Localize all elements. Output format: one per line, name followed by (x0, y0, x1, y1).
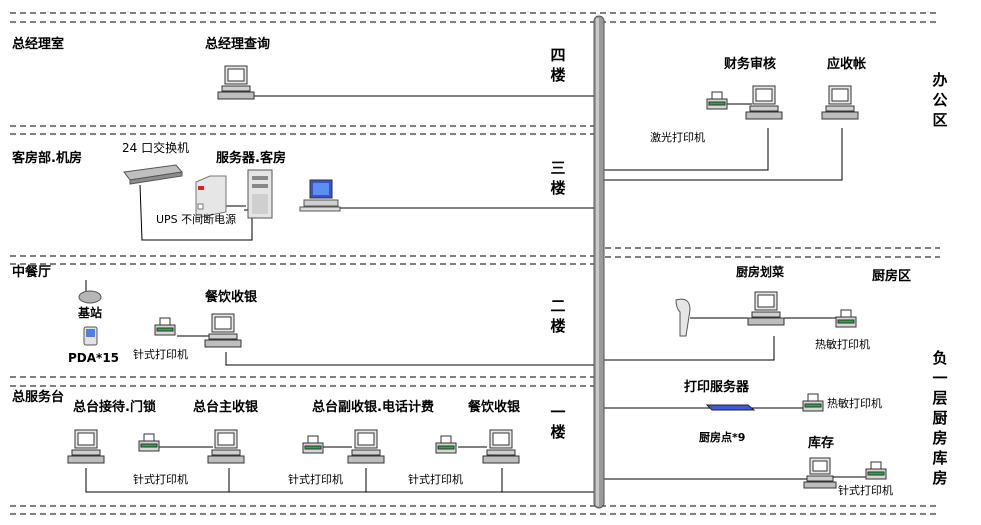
barcode-scanner-icon (675, 298, 691, 337)
floor-label-3f: 三楼 (550, 159, 566, 197)
label-main-cashier: 总台主收银 (193, 400, 259, 415)
label-laser-printer: 激光打印机 (650, 131, 705, 144)
label-dot-printer-dining-1f: 针式打印机 (408, 473, 463, 486)
pc-kitchen-order-icon (747, 291, 785, 326)
pc-receivables-icon (821, 85, 859, 120)
pc-gm-query-icon (217, 65, 255, 100)
label-sub-cashier-phone: 总台副收银.电话计费 (312, 400, 434, 415)
label-kitchen-points: 厨房点*9 (699, 431, 746, 444)
floor-separators (10, 12, 940, 515)
pc-sub-cashier-icon (347, 429, 385, 464)
backbone-pipe (593, 15, 605, 509)
connection-lines (85, 95, 866, 493)
label-dot-printer-reception: 针式打印机 (133, 473, 188, 486)
label-pda: PDA*15 (68, 351, 120, 365)
label-restaurant: 中餐厅 (12, 265, 52, 280)
printer-thermal-kitchen-icon (835, 309, 857, 328)
print-server-icon (705, 404, 756, 411)
zone-label-office: 办公区 (932, 71, 948, 129)
label-receivables: 应收帐 (827, 57, 867, 72)
zone-label-kitchen: 厨房区 (872, 269, 912, 284)
label-thermal-printer-basement: 热敏打印机 (827, 397, 882, 410)
label-room-dept: 客房部.机房 (12, 151, 82, 166)
pc-dining-cashier-1f-icon (482, 429, 520, 464)
label-front-desk: 总服务台 (12, 390, 65, 405)
pda-icon (83, 326, 98, 346)
label-ups: UPS 不间断电源 (156, 213, 237, 226)
floor-label-1f: 一楼 (550, 403, 566, 441)
printer-dot-sub-cashier-icon (302, 435, 324, 454)
pc-finance-audit-icon (745, 85, 783, 120)
label-server-room: 服务器.客房 (216, 151, 286, 166)
floor-label-2f: 二楼 (550, 297, 566, 335)
label-dot-printer-2f: 针式打印机 (133, 348, 188, 361)
label-finance-audit: 财务审核 (724, 57, 777, 72)
label-dining-cashier-2f: 餐饮收银 (205, 290, 258, 305)
label-print-server: 打印服务器 (684, 380, 750, 395)
label-kitchen-order: 厨房划菜 (736, 265, 785, 279)
label-thermal-printer: 热敏打印机 (815, 338, 870, 351)
printer-laser-icon (706, 91, 728, 110)
printer-dot-2f-icon (154, 317, 176, 336)
pc-reception-icon (67, 429, 105, 464)
floor-label-4f: 四楼 (550, 46, 566, 84)
printer-icons (138, 91, 887, 480)
server-tower-icon (247, 169, 273, 219)
label-dot-printer-sub-cashier: 针式打印机 (288, 473, 343, 486)
label-base-station: 基站 (78, 306, 103, 320)
label-dining-cashier-1f: 餐饮收银 (468, 400, 521, 415)
pc-storage-icon (803, 457, 837, 489)
computer-icons (67, 65, 859, 489)
ups-icon (195, 175, 227, 219)
label-switch: 24 口交换机 (122, 141, 190, 155)
label-gm-room: 总经理室 (12, 37, 65, 52)
printer-dot-reception-icon (138, 433, 160, 452)
label-dot-printer-storage: 针式打印机 (838, 484, 893, 497)
pc-dining-cashier-2f-icon (204, 313, 242, 348)
pc-main-cashier-icon (207, 429, 245, 464)
label-reception-lock: 总台接待.门锁 (73, 400, 156, 415)
printer-thermal-basement-icon (802, 393, 824, 412)
label-gm-query: 总经理查询 (205, 37, 271, 52)
label-storage: 库存 (808, 436, 835, 451)
printer-dot-dining-1f-icon (435, 435, 457, 454)
switch-24-port-icon (123, 164, 183, 185)
base-station-icon (78, 280, 102, 304)
pc-color-icon (299, 179, 341, 212)
zone-label-basement: 负一层厨房库房 (932, 349, 948, 487)
printer-dot-storage-icon (865, 461, 887, 480)
